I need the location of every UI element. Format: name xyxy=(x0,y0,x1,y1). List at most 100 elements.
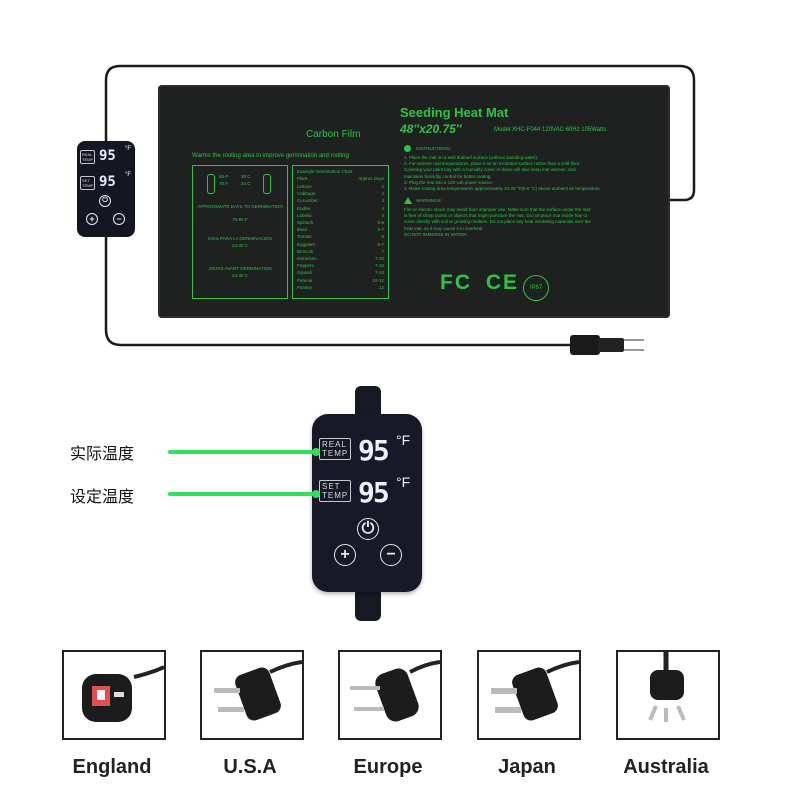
temperature-panel: 65-F 70 F 30 C 24 C APPROXIMATE DAYS TO … xyxy=(192,165,288,299)
chart-row: Cabbage 4 xyxy=(297,190,384,197)
chart-days: 7 xyxy=(381,248,384,254)
plus-button[interactable]: + xyxy=(86,213,98,225)
warning-line: is free of sharp points or objects that … xyxy=(404,213,588,219)
mat-title: Seeding Heat Mat xyxy=(400,105,509,120)
chart-plant: Eggplant xyxy=(297,241,315,247)
instructions-title: INSTRUCTIONS: xyxy=(416,146,452,151)
heat-mat: Carbon Film Seeding Heat Mat 48″x20.75″ … xyxy=(158,85,670,318)
plug-card-japan[interactable] xyxy=(477,650,581,740)
plus-button[interactable]: + xyxy=(334,544,356,566)
chart-title: Example Germination Chart xyxy=(297,169,353,174)
real-temp-display: 95 xyxy=(99,148,116,164)
set-temp-label: SET TEMP xyxy=(319,480,352,502)
jours: JOURS AVANT GERMINATION xyxy=(208,266,272,271)
plug-card-england[interactable] xyxy=(62,650,166,740)
set-label-2: TEMP xyxy=(322,491,349,500)
warnings-title: WARNINGS: xyxy=(416,198,442,203)
ce-icon: CE xyxy=(485,271,520,294)
real-temp-display: 95 xyxy=(358,434,390,467)
set-temp-display: 95 xyxy=(99,174,116,190)
plug-label-europe: Europe xyxy=(353,756,423,778)
chart-days: 7-10 xyxy=(374,270,384,276)
chart-days: 7-10 xyxy=(374,256,384,262)
chart-plant: Tomato xyxy=(297,234,312,240)
power-button[interactable]: ⏻ xyxy=(357,518,379,540)
warning-icon xyxy=(404,197,412,204)
actual-temp-label: 实际温度 xyxy=(70,444,135,463)
chart-days: 4 xyxy=(381,191,384,197)
chart-plant: Peppers xyxy=(297,263,314,269)
minus-button[interactable]: − xyxy=(380,544,402,566)
chart-plant: Cabbage xyxy=(297,191,316,197)
chart-days: 5-7 xyxy=(377,227,384,233)
eu-plug-icon xyxy=(350,660,441,722)
warm-text: Warms the rooting area to improve germin… xyxy=(192,153,349,159)
us-plug-head xyxy=(570,335,600,355)
temp-f2: 70 F xyxy=(219,181,229,186)
instruction-line: 4. Raise rooting area temperatures appro… xyxy=(404,186,601,192)
chart-plant: Parsley xyxy=(297,284,313,290)
chart-plant: Cucumber xyxy=(297,198,318,204)
instruction-line: maintains humidity control for better ro… xyxy=(404,173,492,179)
controller: REAL TEMP 95 °F SET TEMP 95 °F ⏻ + − xyxy=(312,414,422,592)
plug-label-japan: Japan xyxy=(498,756,556,778)
set-temp-label-cn: 设定温度 xyxy=(70,487,135,506)
real-label-1: REAL xyxy=(322,440,347,449)
mat-model: Model:XHC-F044 120VAC 60Hz 105Watts xyxy=(494,127,607,133)
unit-f: °F xyxy=(396,432,411,448)
instruction-line: 1. Place the mat on a well drained surfa… xyxy=(404,155,539,160)
chart-days: 7-10 xyxy=(374,263,384,269)
info-icon xyxy=(404,145,411,152)
approx-range: 75-85 F xyxy=(232,217,248,222)
chart-plant: Broccoli xyxy=(297,248,314,254)
fcc-icon: FC xyxy=(440,271,472,294)
real-label-2: TEMP xyxy=(322,449,349,458)
us-plug-icon xyxy=(214,660,303,721)
instruction-line: 3. Plug the mat into a 120 volt power so… xyxy=(404,179,494,185)
chart-plant: Geranium xyxy=(297,256,317,262)
approx-days: APPROXIMATE DAYS TO GERMINATION xyxy=(197,204,283,209)
warnings-list: Fire or electric shock may result from i… xyxy=(404,207,660,238)
plug-card-europe[interactable] xyxy=(338,650,442,740)
chart-row: Eggplant 5-7 xyxy=(297,241,384,248)
chart-days: 2 xyxy=(381,184,384,189)
chart-row: Lobelia 4 xyxy=(297,212,384,219)
plug-label-australia: Australia xyxy=(623,756,709,778)
unit-f: °F xyxy=(396,474,411,490)
chart-days: 5-7 xyxy=(377,241,384,247)
ip67-icon: IP67 xyxy=(523,275,549,301)
temp-c2: 24 C xyxy=(241,181,251,186)
chart-plant: Petunia xyxy=(297,277,313,283)
actual-temp-dot xyxy=(312,448,320,456)
jp-plug-icon xyxy=(491,660,580,721)
au-plug-icon xyxy=(648,652,686,722)
real-label-1: REAL xyxy=(82,152,93,157)
chart-days: 12 xyxy=(378,284,384,290)
plug-card-australia[interactable] xyxy=(616,650,720,740)
power-button[interactable]: ⏻ xyxy=(99,195,111,207)
chart-days: 4 xyxy=(381,212,384,218)
plug-card-usa[interactable] xyxy=(200,650,304,740)
set-label-1: SET xyxy=(322,482,341,491)
real-label-2: TEMP xyxy=(82,157,94,162)
minus-button[interactable]: − xyxy=(113,213,125,225)
jours-range: 24-30 C xyxy=(231,273,248,278)
dias-range: 24-30 C xyxy=(231,243,248,248)
chart-plant: Lettuce xyxy=(297,184,312,189)
set-label-2: TEMP xyxy=(82,183,94,188)
set-temp-label: SET TEMP xyxy=(80,176,96,190)
carbon-film-label: Carbon Film xyxy=(306,129,361,140)
fc-ce-marks: FC CE xyxy=(440,271,519,295)
warning-line: Fire or electric shock may result from i… xyxy=(404,207,591,212)
dias: DIAS PARA LA GERMINACION xyxy=(208,236,272,241)
plug-label-usa: U.S.A xyxy=(223,756,277,778)
chart-plant: Lobelia xyxy=(297,212,312,218)
chart-days: 4 xyxy=(381,205,384,211)
chart-days: 10-12 xyxy=(372,277,384,283)
mat-size: 48″x20.75″ xyxy=(400,122,462,136)
temp-f: 65-F xyxy=(219,174,229,179)
